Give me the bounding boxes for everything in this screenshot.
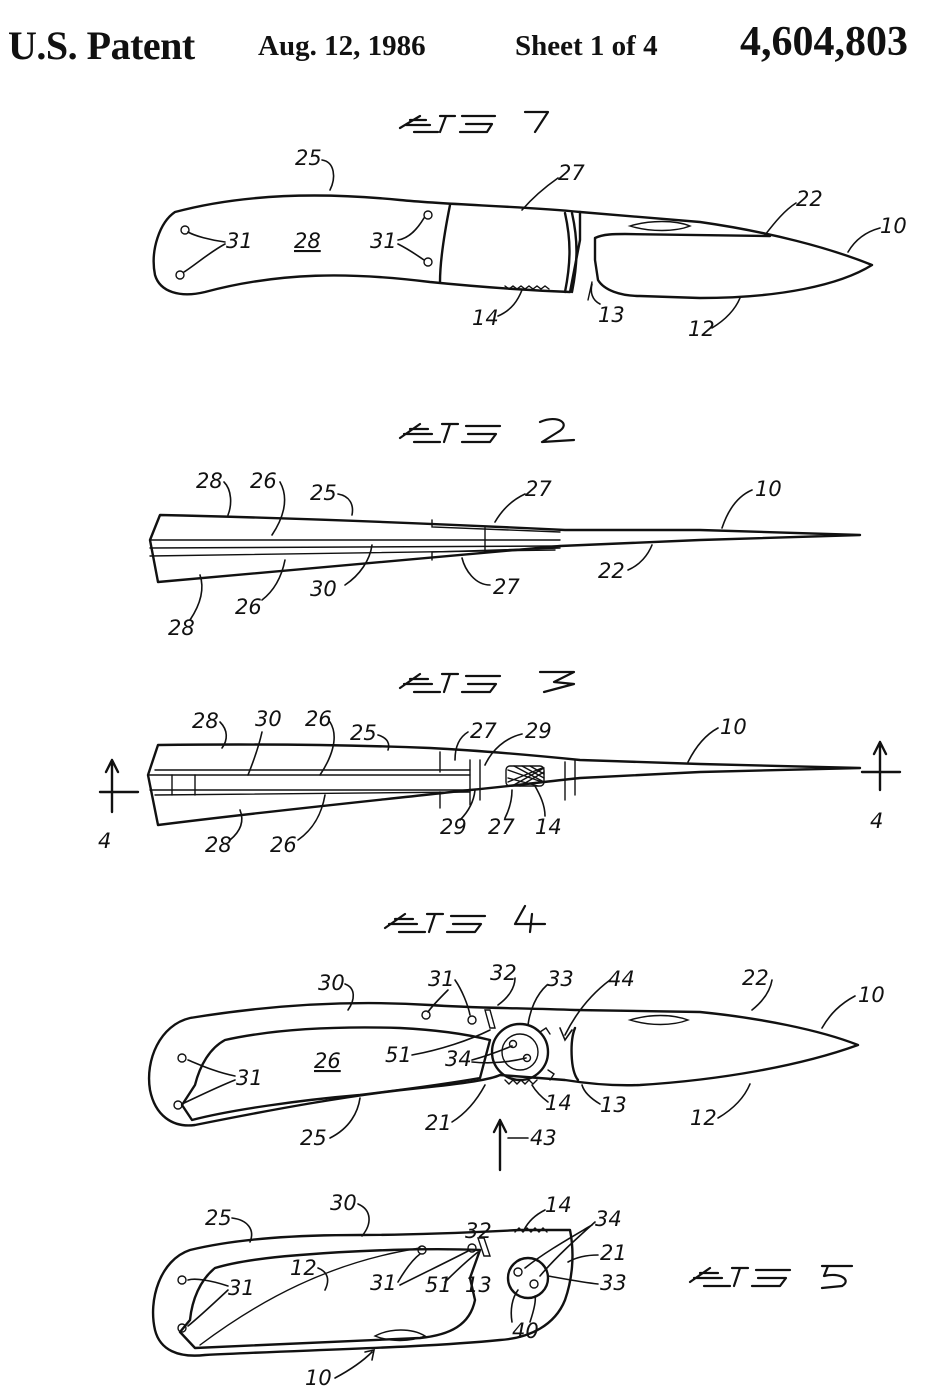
ref-26: 26 <box>314 1049 341 1073</box>
ref-28-bottom: 28 <box>205 833 232 857</box>
ref-10: 10 <box>305 1366 332 1390</box>
ref-27-bottom: 27 <box>493 575 520 599</box>
figure-4-caption: FIG 4 <box>383 904 547 934</box>
section-marker-left: 4 <box>98 829 111 853</box>
ref-31-b: 31 <box>370 229 397 253</box>
ref-22: 22 <box>598 559 625 583</box>
ref-32: 32 <box>465 1219 492 1243</box>
figure-4: FIG 4 30 31 32 3 <box>147 904 885 1172</box>
ref-30: 30 <box>330 1191 357 1215</box>
ref-27-top: 27 <box>470 719 497 743</box>
ref-25: 25 <box>295 146 322 170</box>
ref-32: 32 <box>490 961 517 985</box>
ref-25: 25 <box>300 1126 327 1150</box>
ref-26: 26 <box>305 707 332 731</box>
ref-29-top: 29 <box>525 719 552 743</box>
ref-14: 14 <box>535 815 562 839</box>
knife-open-cutaway-view <box>147 1001 860 1172</box>
ref-31-a: 31 <box>226 229 253 253</box>
ref-30: 30 <box>255 707 282 731</box>
ref-10: 10 <box>880 214 907 238</box>
ref-13: 13 <box>598 303 625 327</box>
ref-27-top: 27 <box>525 477 552 501</box>
ref-31-top: 31 <box>428 967 455 991</box>
ref-51: 51 <box>425 1273 452 1297</box>
ref-31-left: 31 <box>228 1276 255 1300</box>
ref-51: 51 <box>385 1043 412 1067</box>
ref-26-bottom: 26 <box>235 595 262 619</box>
ref-12: 12 <box>690 1106 717 1130</box>
figure-5-caption: FIG 5 <box>688 1264 854 1290</box>
knife-top-view <box>148 513 862 584</box>
figure-3: FIG 3 4 4 28 30 26 25 2 <box>98 670 902 857</box>
knife-closed-cutaway-view <box>151 1227 574 1357</box>
ref-14: 14 <box>545 1193 572 1217</box>
figure-5-reference-numerals: 25 30 32 14 34 31 12 31 51 13 21 33 40 1… <box>187 1191 627 1390</box>
ref-25: 25 <box>205 1206 232 1230</box>
ref-33: 33 <box>600 1271 627 1295</box>
ref-30: 30 <box>310 577 337 601</box>
ref-25: 25 <box>310 481 337 505</box>
ref-10: 10 <box>858 983 885 1007</box>
ref-28: 28 <box>294 229 321 253</box>
ref-34: 34 <box>595 1207 622 1231</box>
ref-25: 25 <box>350 721 377 745</box>
ref-27-bottom: 27 <box>488 815 515 839</box>
ref-12: 12 <box>688 317 715 341</box>
ref-10: 10 <box>720 715 747 739</box>
ref-44: 44 <box>608 967 635 991</box>
ref-26: 26 <box>250 469 277 493</box>
figure-2-caption: FIG 2 <box>398 417 576 444</box>
ref-13: 13 <box>600 1093 627 1117</box>
sheet-number: Sheet 1 of 4 <box>515 30 658 62</box>
ref-22: 22 <box>796 187 823 211</box>
ref-31-mid: 31 <box>370 1271 397 1295</box>
patent-title: U.S. Patent <box>8 23 195 68</box>
figure-1: FIG 1 25 27 22 <box>152 109 907 341</box>
figure-1-caption: FIG 1 <box>398 109 550 134</box>
ref-29-bottom: 29 <box>440 815 467 839</box>
figure-1-reference-numerals: 25 27 22 10 31 28 31 14 13 12 <box>183 146 907 341</box>
ref-28: 28 <box>192 709 219 733</box>
ref-43: 43 <box>530 1126 557 1150</box>
patent-header: U.S. Patent Aug. 12, 1986 Sheet 1 of 4 4… <box>0 8 932 68</box>
ref-13: 13 <box>465 1273 492 1297</box>
ref-26-bottom: 26 <box>270 833 297 857</box>
figure-4-reference-numerals: 30 31 32 33 44 22 10 31 26 51 34 25 21 <box>181 961 885 1150</box>
ref-28: 28 <box>196 469 223 493</box>
svg-text:FIG 1: FIG 1 <box>400 109 455 133</box>
ref-31-left: 31 <box>236 1066 263 1090</box>
ref-33: 33 <box>547 967 574 991</box>
ref-34: 34 <box>445 1047 472 1071</box>
figure-3-caption: FIG 3 <box>398 670 576 694</box>
section-line-markers: 4 4 <box>98 740 902 853</box>
figure-2: FIG 2 28 26 25 27 10 28 26 30 27 <box>148 417 862 640</box>
ref-14: 14 <box>545 1091 572 1115</box>
ref-21: 21 <box>600 1241 627 1265</box>
patent-number: 4,604,803 <box>740 19 908 65</box>
figure-3-reference-numerals: 28 30 26 25 27 29 10 28 26 29 27 14 <box>192 707 747 857</box>
ref-40: 40 <box>512 1319 539 1343</box>
ref-22: 22 <box>742 966 769 990</box>
patent-date: Aug. 12, 1986 <box>258 30 426 62</box>
knife-side-view <box>152 194 874 301</box>
ref-27: 27 <box>558 161 585 185</box>
ref-30: 30 <box>318 971 345 995</box>
figure-5: FIG 5 25 30 32 14 34 <box>151 1191 854 1390</box>
figure-2-reference-numerals: 28 26 25 27 10 28 26 30 27 22 <box>168 469 782 640</box>
ref-21: 21 <box>425 1111 452 1135</box>
section-marker-right: 4 <box>870 809 883 833</box>
ref-14: 14 <box>472 306 499 330</box>
ref-10: 10 <box>755 477 782 501</box>
ref-12: 12 <box>290 1256 317 1280</box>
